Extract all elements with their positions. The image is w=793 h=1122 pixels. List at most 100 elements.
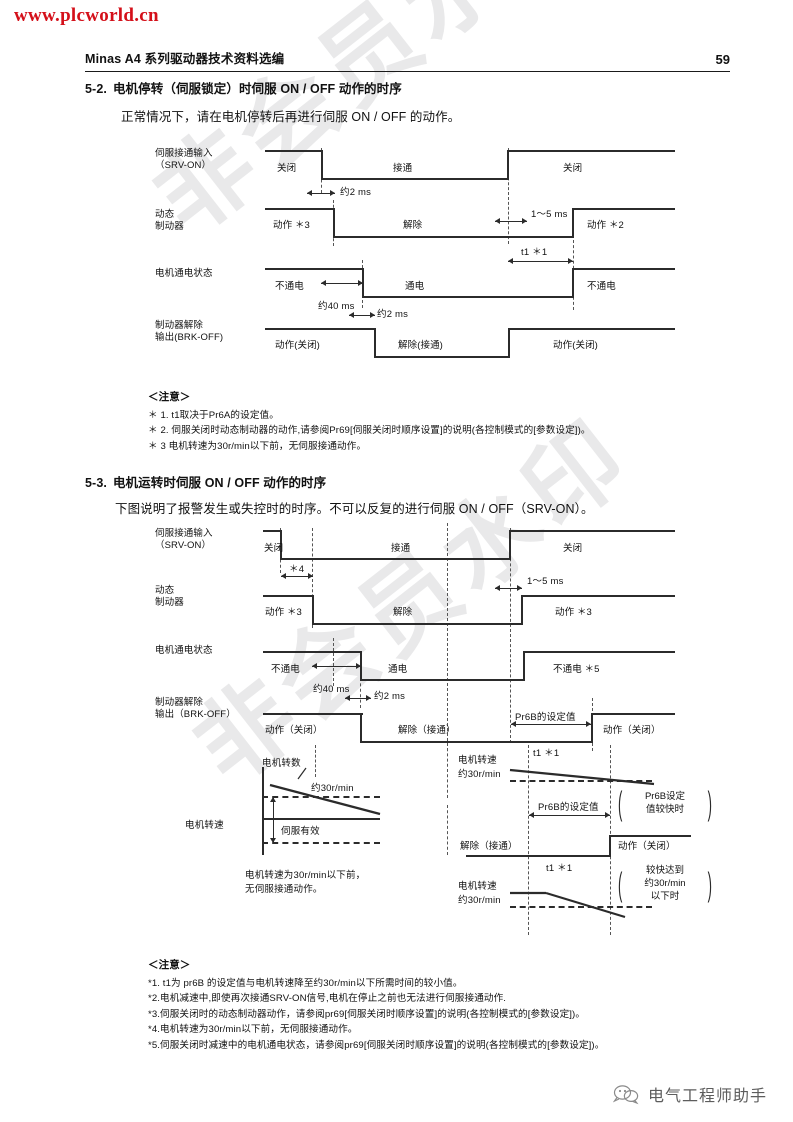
diagram2-mp-state-off: 不通电 xyxy=(271,664,300,675)
diagram1-mp-fall xyxy=(362,268,365,298)
diagram2-measure-label-1-5ms: 1～5 ms xyxy=(527,576,564,587)
diagram2-row-label-dynamic-brake: 动态 制动器 xyxy=(155,585,184,608)
diagram2-db-fall xyxy=(312,595,315,625)
panel-threshold-top xyxy=(510,780,652,782)
diagram2-measure-star4 xyxy=(281,573,313,580)
diagram1-row-label-srv-on: 伺服接通输入 （SRV-ON） xyxy=(155,148,213,171)
diagram1-srvon-state-off2: 关闭 xyxy=(563,163,583,174)
diagram1-measure-label-2ms-a: 约2 ms xyxy=(340,187,372,198)
motor-speed-panel: 电机转速 约30r/min Pr6B的设定值 Pr6B设定 值较快时 解除（接通… xyxy=(410,743,730,940)
inset-caption-1: 电机转速为30r/min以下前， xyxy=(245,870,366,881)
panel-brk-state-rel: 解除（接通） xyxy=(460,841,518,852)
diagram1-brk-state-act: 动作(关闭) xyxy=(275,340,320,351)
diagram1-srvon-high-left xyxy=(265,150,322,153)
diagram2-brk-state-act: 动作（关闭） xyxy=(265,725,323,736)
diagram1-db-state-act: 动作 ＊3 xyxy=(273,220,310,231)
section-5-3-title: 电机运转时伺服 ON / OFF 动作的时序 xyxy=(112,476,327,490)
diagram2-marker-d xyxy=(360,678,361,708)
notes-5-2-title: ＜注意＞ xyxy=(148,391,191,403)
notes-5-2-item-1: ＊ 1. t1取决于Pr6A的设定值。 xyxy=(148,409,279,421)
section-5-3-heading: 5-3. 电机运转时伺服 ON / OFF 动作的时序 xyxy=(85,472,745,491)
panel-measure-label-t1: t1 ＊1 xyxy=(546,863,573,874)
diagram2-mp-high-right xyxy=(523,651,675,654)
section-5-2-body: 正常情况下，请在电机停转后再进行伺服 ON / OFF 的动作。 xyxy=(121,110,461,124)
timing-diagram-5-3: 伺服接通输入 （SRV-ON） 动态 制动器 电机通电状态 制动器解除 输出（B… xyxy=(155,523,745,759)
diagram1-measure-t1 xyxy=(508,258,573,265)
page-number: 59 xyxy=(715,52,730,67)
diagram2-brk-state-act2: 动作（关闭） xyxy=(603,725,661,736)
inset-marker xyxy=(315,745,316,777)
diagram2-measure-label-t1: t1 ＊1 xyxy=(533,748,560,759)
diagram2-marker-e xyxy=(510,528,511,743)
diagram1-brk-state-rel: 解除(接通) xyxy=(398,340,443,351)
section-5-2-number: 5-2. xyxy=(85,82,107,96)
diagram2-brk-low xyxy=(360,741,593,744)
diagram2-measure-label-pr6b: Pr6B的设定值 xyxy=(515,712,576,723)
diagram2-measure-40ms xyxy=(312,663,361,670)
inset-lower-threshold xyxy=(262,842,380,844)
inset-y-axis xyxy=(262,767,265,855)
diagram1-mp-state-on: 通电 xyxy=(405,281,425,292)
inset-upper-threshold xyxy=(262,796,380,798)
diagram2-brk-high-right xyxy=(591,713,675,716)
diagram1-measure-label-2ms-b: 约2 ms xyxy=(377,309,409,320)
motor-speed-inset: 电机转速 电机转数 约30r/min 伺服有效 电机转速为30r/min以下前，… xyxy=(185,745,415,905)
panel-speed-label-top-2: 约30r/min xyxy=(458,769,501,780)
diagram1-measure-1-5ms xyxy=(495,218,527,225)
panel-speed-label-bottom-2: 约30r/min xyxy=(458,895,501,906)
panel-note-box-top: Pr6B设定 值较快时 xyxy=(616,790,714,816)
section-5-3-number: 5-3. xyxy=(85,476,107,490)
diagram1-mp-rise xyxy=(572,268,575,298)
diagram1-marker-d xyxy=(508,148,509,244)
section-5-2-title: 电机停转（伺服锁定）时伺服 ON / OFF 动作的时序 xyxy=(112,82,402,96)
section-5-3-body: 下图说明了报警发生或失控时的时序。不可以反复的进行伺服 ON / OFF（SRV… xyxy=(115,502,594,516)
diagram1-srvon-state-on: 接通 xyxy=(393,163,413,174)
panel-threshold-bottom xyxy=(510,906,652,908)
footer-badge-label: 电气工程师助手 xyxy=(648,1088,768,1105)
diagram2-db-low xyxy=(312,623,523,626)
diagram2-srvon-state-off2: 关闭 xyxy=(563,543,583,554)
wechat-bubble-icon xyxy=(613,1084,639,1104)
diagram2-brk-high-left xyxy=(263,713,363,716)
diagram1-measure-2ms-a xyxy=(307,190,335,197)
diagram2-mp-high-left xyxy=(263,651,361,654)
inset-band-label: 伺服有效 xyxy=(281,826,320,837)
diagram2-measure-1-5ms xyxy=(495,585,522,592)
diagram2-mp-fall xyxy=(360,651,363,681)
diagram1-db-low xyxy=(333,236,573,239)
panel-measure-label-pr6b: Pr6B的设定值 xyxy=(538,802,599,813)
diagram2-brk-state-rel: 解除（接通） xyxy=(398,725,456,736)
diagram1-srvon-fall xyxy=(321,150,324,180)
inset-curve-label: 电机转数 xyxy=(262,758,301,769)
notes-5-3-item-5: *5.伺服关闭时减速中的电机通电状态，请参阅pr69[伺服关闭时顺序设置]的说明… xyxy=(148,1039,605,1051)
page-header: Minas A4 系列驱动器技术资料选编 59 xyxy=(85,48,730,72)
diagram2-db-high-left xyxy=(263,595,313,598)
diagram1-db-rise xyxy=(572,208,575,238)
panel-left-divider-bottom xyxy=(447,805,448,855)
inset-speed-curve xyxy=(269,767,381,816)
diagram1-brk-rise xyxy=(508,328,511,358)
diagram1-srvon-low xyxy=(321,178,509,181)
notes-5-3-item-4: *4.电机转速为30r/min以下前，无伺服接通动作。 xyxy=(148,1024,358,1035)
diagram2-db-rise xyxy=(521,595,524,625)
diagram2-mp-rise xyxy=(523,651,526,681)
diagram1-mp-high-left xyxy=(265,268,363,271)
diagram1-db-fall xyxy=(333,208,336,238)
timing-diagram-5-2: 伺服接通输入 （SRV-ON） 动态 制动器 电机通电状态 制动器解除 输出(B… xyxy=(155,140,745,370)
diagram2-row-label-srv-on: 伺服接通输入 （SRV-ON） xyxy=(155,528,213,551)
section-5-2-heading: 5-2. 电机停转（伺服锁定）时伺服 ON / OFF 动作的时序 xyxy=(85,78,735,97)
diagram2-srvon-low xyxy=(280,558,510,561)
diagram1-brk-low xyxy=(374,356,510,359)
diagram1-srvon-high-right xyxy=(507,150,675,153)
notes-5-2-item-3: ＊ 3 电机转速为30r/min以下前，无伺服接通动作。 xyxy=(148,440,367,452)
diagram1-db-high-right xyxy=(572,208,675,211)
diagram2-mp-state-off2: 不通电 ＊5 xyxy=(553,664,600,675)
diagram1-row-label-brk-off: 制动器解除 输出(BRK-OFF) xyxy=(155,320,224,343)
diagram1-db-high-left xyxy=(265,208,334,211)
site-url: www.plcworld.cn xyxy=(14,5,159,26)
diagram1-measure-2ms-b xyxy=(349,312,375,319)
panel-speed-label-bottom-1: 电机转速 xyxy=(458,881,497,892)
diagram1-mp-state-off: 不通电 xyxy=(275,281,304,292)
panel-brk-rise xyxy=(609,835,612,857)
diagram1-srvon-rise xyxy=(507,150,510,180)
